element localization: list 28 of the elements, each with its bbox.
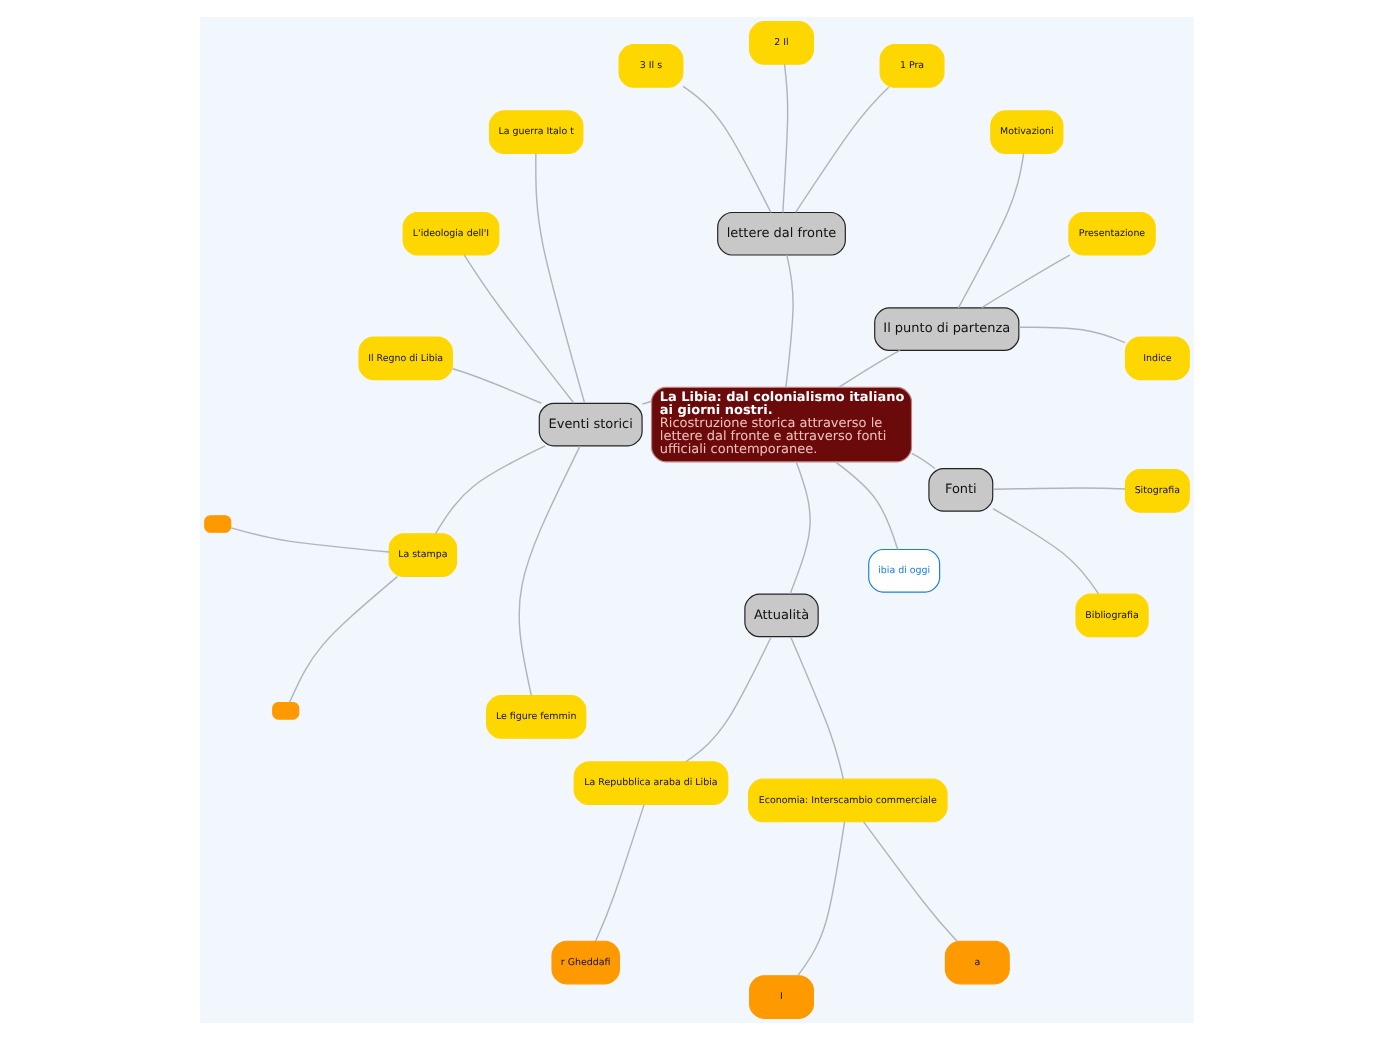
connector [685, 636, 772, 763]
connector [957, 152, 1025, 309]
node-box [204, 515, 232, 533]
connector [785, 254, 794, 388]
node-box [272, 701, 300, 720]
connector [862, 821, 958, 942]
connector [992, 487, 1126, 490]
connector [288, 575, 399, 704]
connector [797, 821, 846, 977]
connector [911, 452, 936, 470]
connector [535, 153, 586, 404]
connector [452, 368, 543, 404]
connector [790, 636, 844, 780]
connector [463, 254, 575, 404]
connector [981, 254, 1071, 309]
connector [838, 349, 901, 388]
connector [992, 507, 1100, 595]
connector [834, 461, 899, 551]
connector [594, 803, 645, 942]
connector [782, 63, 789, 214]
connector [794, 86, 890, 214]
connector [518, 445, 581, 697]
connector [789, 461, 811, 595]
connector [1018, 326, 1126, 344]
connector [641, 400, 653, 405]
connector [230, 527, 390, 553]
connector [682, 85, 772, 214]
connector [434, 445, 546, 535]
